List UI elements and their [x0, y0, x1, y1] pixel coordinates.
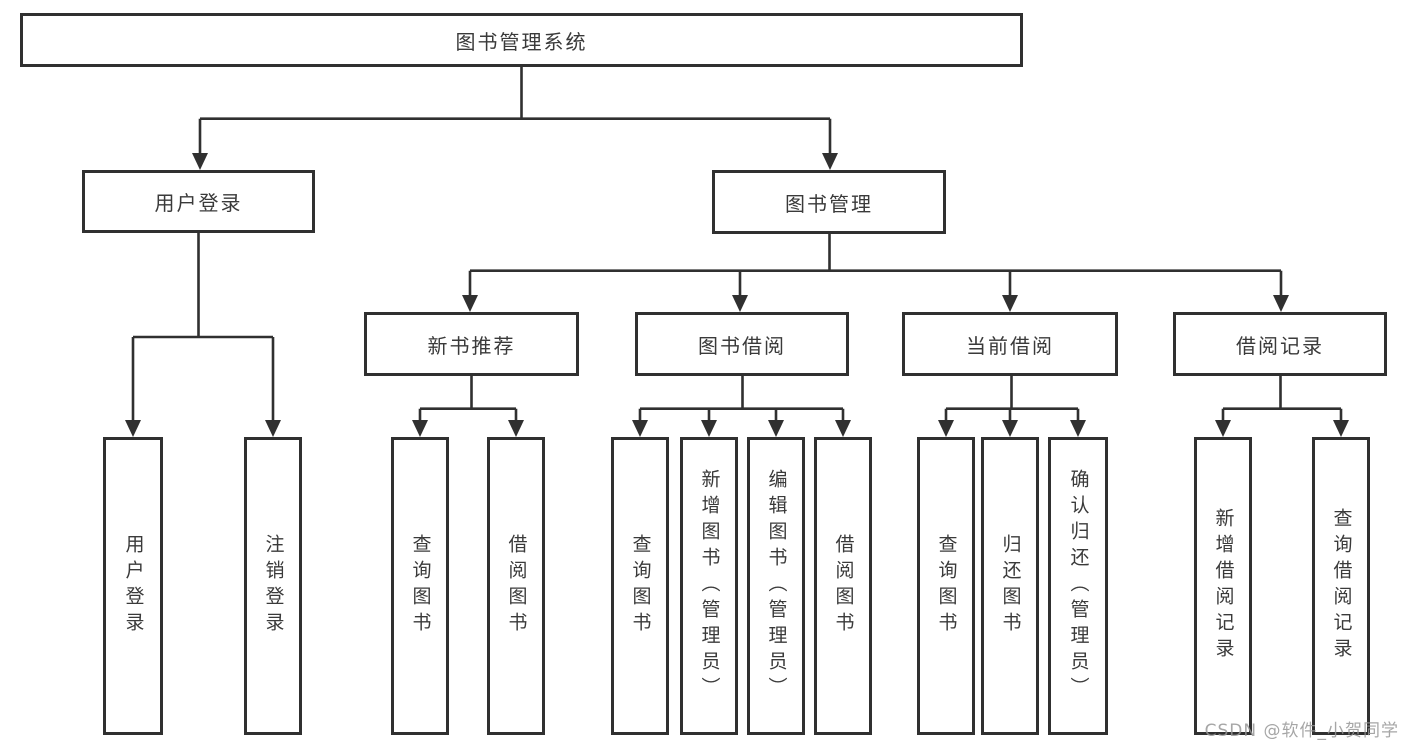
connector-book-mgmt-to-level3: [462, 234, 1289, 312]
leaf-cb-confirm-return-admin: 确认归还（管理员）: [1048, 437, 1108, 735]
leaf-bb-edit-books-admin: 编辑图书（管理员）: [747, 437, 805, 735]
node-book-management: 图书管理: [712, 170, 946, 234]
leaf-bb-borrow-books: 借阅图书: [814, 437, 872, 735]
leaf-cb-return-books: 归还图书: [981, 437, 1039, 735]
connector-user-login-to-leaves: [125, 233, 281, 437]
leaf-logout: 注销登录: [244, 437, 302, 735]
node-current-borrowing: 当前借阅: [902, 312, 1118, 376]
leaf-bb-add-books-admin: 新增图书（管理员）: [680, 437, 738, 735]
connector-root-to-level2: [192, 67, 838, 170]
connector-current-borrow-to-leaves: [938, 376, 1086, 437]
leaf-user-login: 用户登录: [103, 437, 163, 735]
leaf-rec-query-books: 查询图书: [391, 437, 449, 735]
node-library-management-system: 图书管理系统: [20, 13, 1023, 67]
leaf-bb-query-books: 查询图书: [611, 437, 669, 735]
connector-borrow-records-to-leaves: [1215, 376, 1349, 437]
leaf-cb-query-books: 查询图书: [917, 437, 975, 735]
node-borrowing-records: 借阅记录: [1173, 312, 1387, 376]
connector-new-book-rec-to-leaves: [412, 376, 524, 437]
leaf-rec-borrow-books: 借阅图书: [487, 437, 545, 735]
node-book-borrowing: 图书借阅: [635, 312, 849, 376]
node-user-login: 用户登录: [82, 170, 315, 233]
node-new-book-recommendation: 新书推荐: [364, 312, 579, 376]
leaf-br-add-record: 新增借阅记录: [1194, 437, 1252, 735]
connector-book-borrow-to-leaves: [632, 376, 851, 437]
leaf-br-query-record: 查询借阅记录: [1312, 437, 1370, 735]
